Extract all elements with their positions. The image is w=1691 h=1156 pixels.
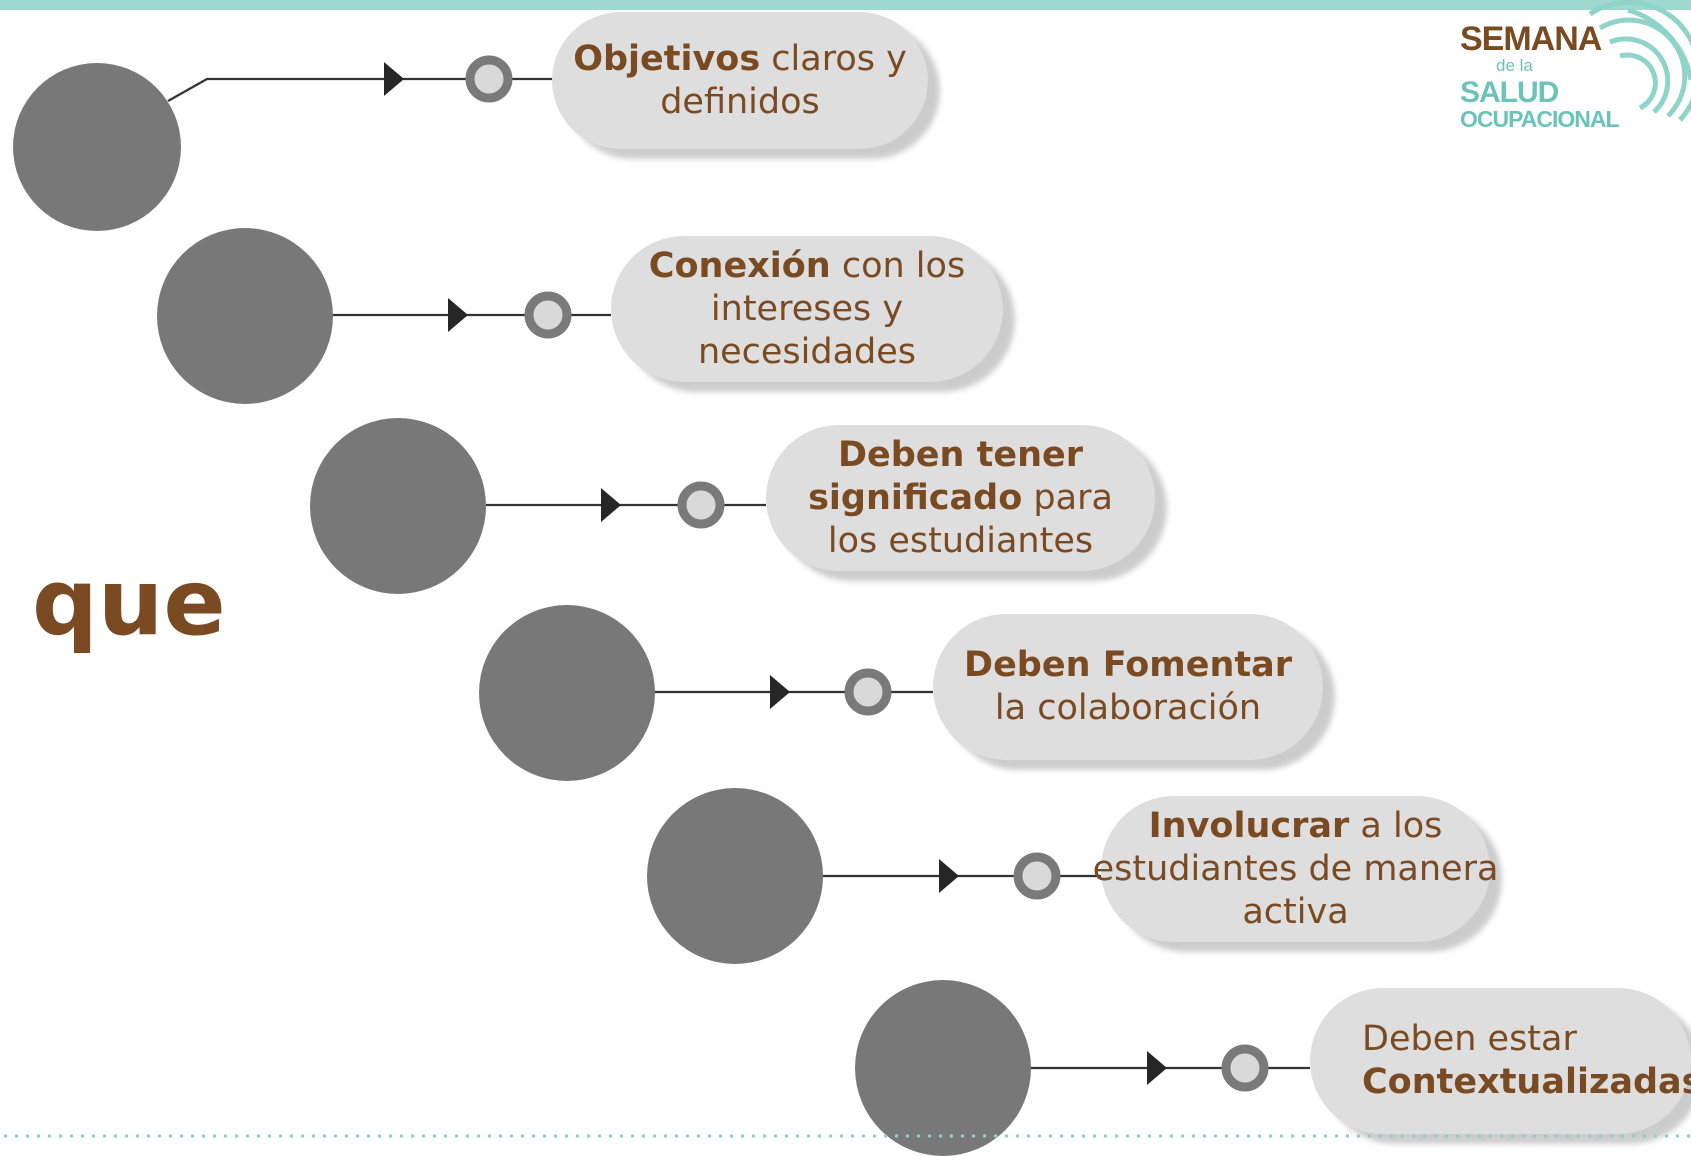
text: estudiantes de manera (1092, 848, 1499, 889)
pill-text-line: Deben Fomentar (964, 644, 1292, 687)
pill-text-line: Deben estar (1362, 1018, 1577, 1061)
pill-text-line: los estudiantes (828, 520, 1093, 563)
text: necesidades (697, 331, 917, 372)
pill-text-line: significado para (808, 477, 1113, 520)
step-circle-5 (647, 788, 823, 964)
ring-node-icon (844, 668, 892, 716)
text: activa (1242, 891, 1349, 932)
logo-ocupacional: OCUPACIONAL (1460, 106, 1620, 132)
arrow-icon (770, 675, 790, 709)
step-circle-4 (479, 605, 655, 781)
top-band (0, 0, 1691, 10)
text: la colaboración (994, 688, 1262, 728)
step-circle-2 (157, 228, 333, 404)
pill-text-line: estudiantes de manera (1093, 848, 1499, 891)
pill-text-line: Objetivos claros y (573, 38, 907, 81)
ring-node-icon (1221, 1044, 1269, 1092)
arrow-icon (384, 62, 404, 96)
semana-salud-logo: SEMANA de la SALUD OCUPACIONAL (1440, 0, 1691, 145)
logo-de-la: de la (1496, 56, 1533, 75)
arrow-icon (939, 859, 959, 893)
text: los estudiantes (827, 520, 1094, 561)
pill-text-line: definidos (660, 81, 820, 124)
bold-text: Deben tener (837, 434, 1084, 475)
pill-text-line: Conexión con los (649, 245, 965, 288)
arrow-icon (1147, 1051, 1167, 1085)
pill-text-line: Deben tener (838, 434, 1083, 477)
step-circle-3 (310, 418, 486, 594)
arrow-icon (601, 488, 621, 522)
connector-line-1 (167, 77, 552, 102)
bold-text: Objetivos (573, 38, 761, 79)
text: Deben estar (1362, 1019, 1577, 1059)
ring-node-icon (524, 291, 572, 339)
pill-text-line: la colaboración (995, 687, 1261, 730)
text: claros y (760, 38, 907, 79)
que-heading: que (32, 549, 226, 656)
fingerprint-icon (1588, 0, 1691, 122)
pill-text-line: Contextualizadas (1362, 1061, 1691, 1104)
ring-node-icon (677, 481, 725, 529)
bold-text: significado (808, 477, 1023, 518)
text: intereses y (710, 288, 904, 329)
pill-text-line: activa (1242, 891, 1348, 934)
arrow-icon (448, 298, 468, 332)
text: a los (1349, 805, 1443, 846)
logo-salud: SALUD (1460, 76, 1559, 109)
logo-semana: SEMANA (1460, 20, 1602, 58)
text: con los (830, 245, 966, 286)
text: definidos (660, 81, 820, 122)
bold-text: Deben Fomentar (964, 645, 1292, 685)
step-circle-6 (855, 980, 1031, 1156)
text: para (1022, 477, 1113, 518)
ring-node-icon (465, 55, 513, 103)
bottom-dotted-line (0, 1134, 1691, 1138)
bold-text: Conexión (648, 245, 831, 286)
bold-text: Involucrar (1148, 805, 1350, 846)
pill-text-line: intereses y (711, 288, 903, 331)
step-circle-1 (13, 63, 181, 231)
pill-text-line: necesidades (698, 331, 916, 374)
ring-node-icon (1013, 852, 1061, 900)
bold-text: Contextualizadas (1362, 1062, 1691, 1102)
pill-text-line: Involucrar a los (1149, 805, 1443, 848)
